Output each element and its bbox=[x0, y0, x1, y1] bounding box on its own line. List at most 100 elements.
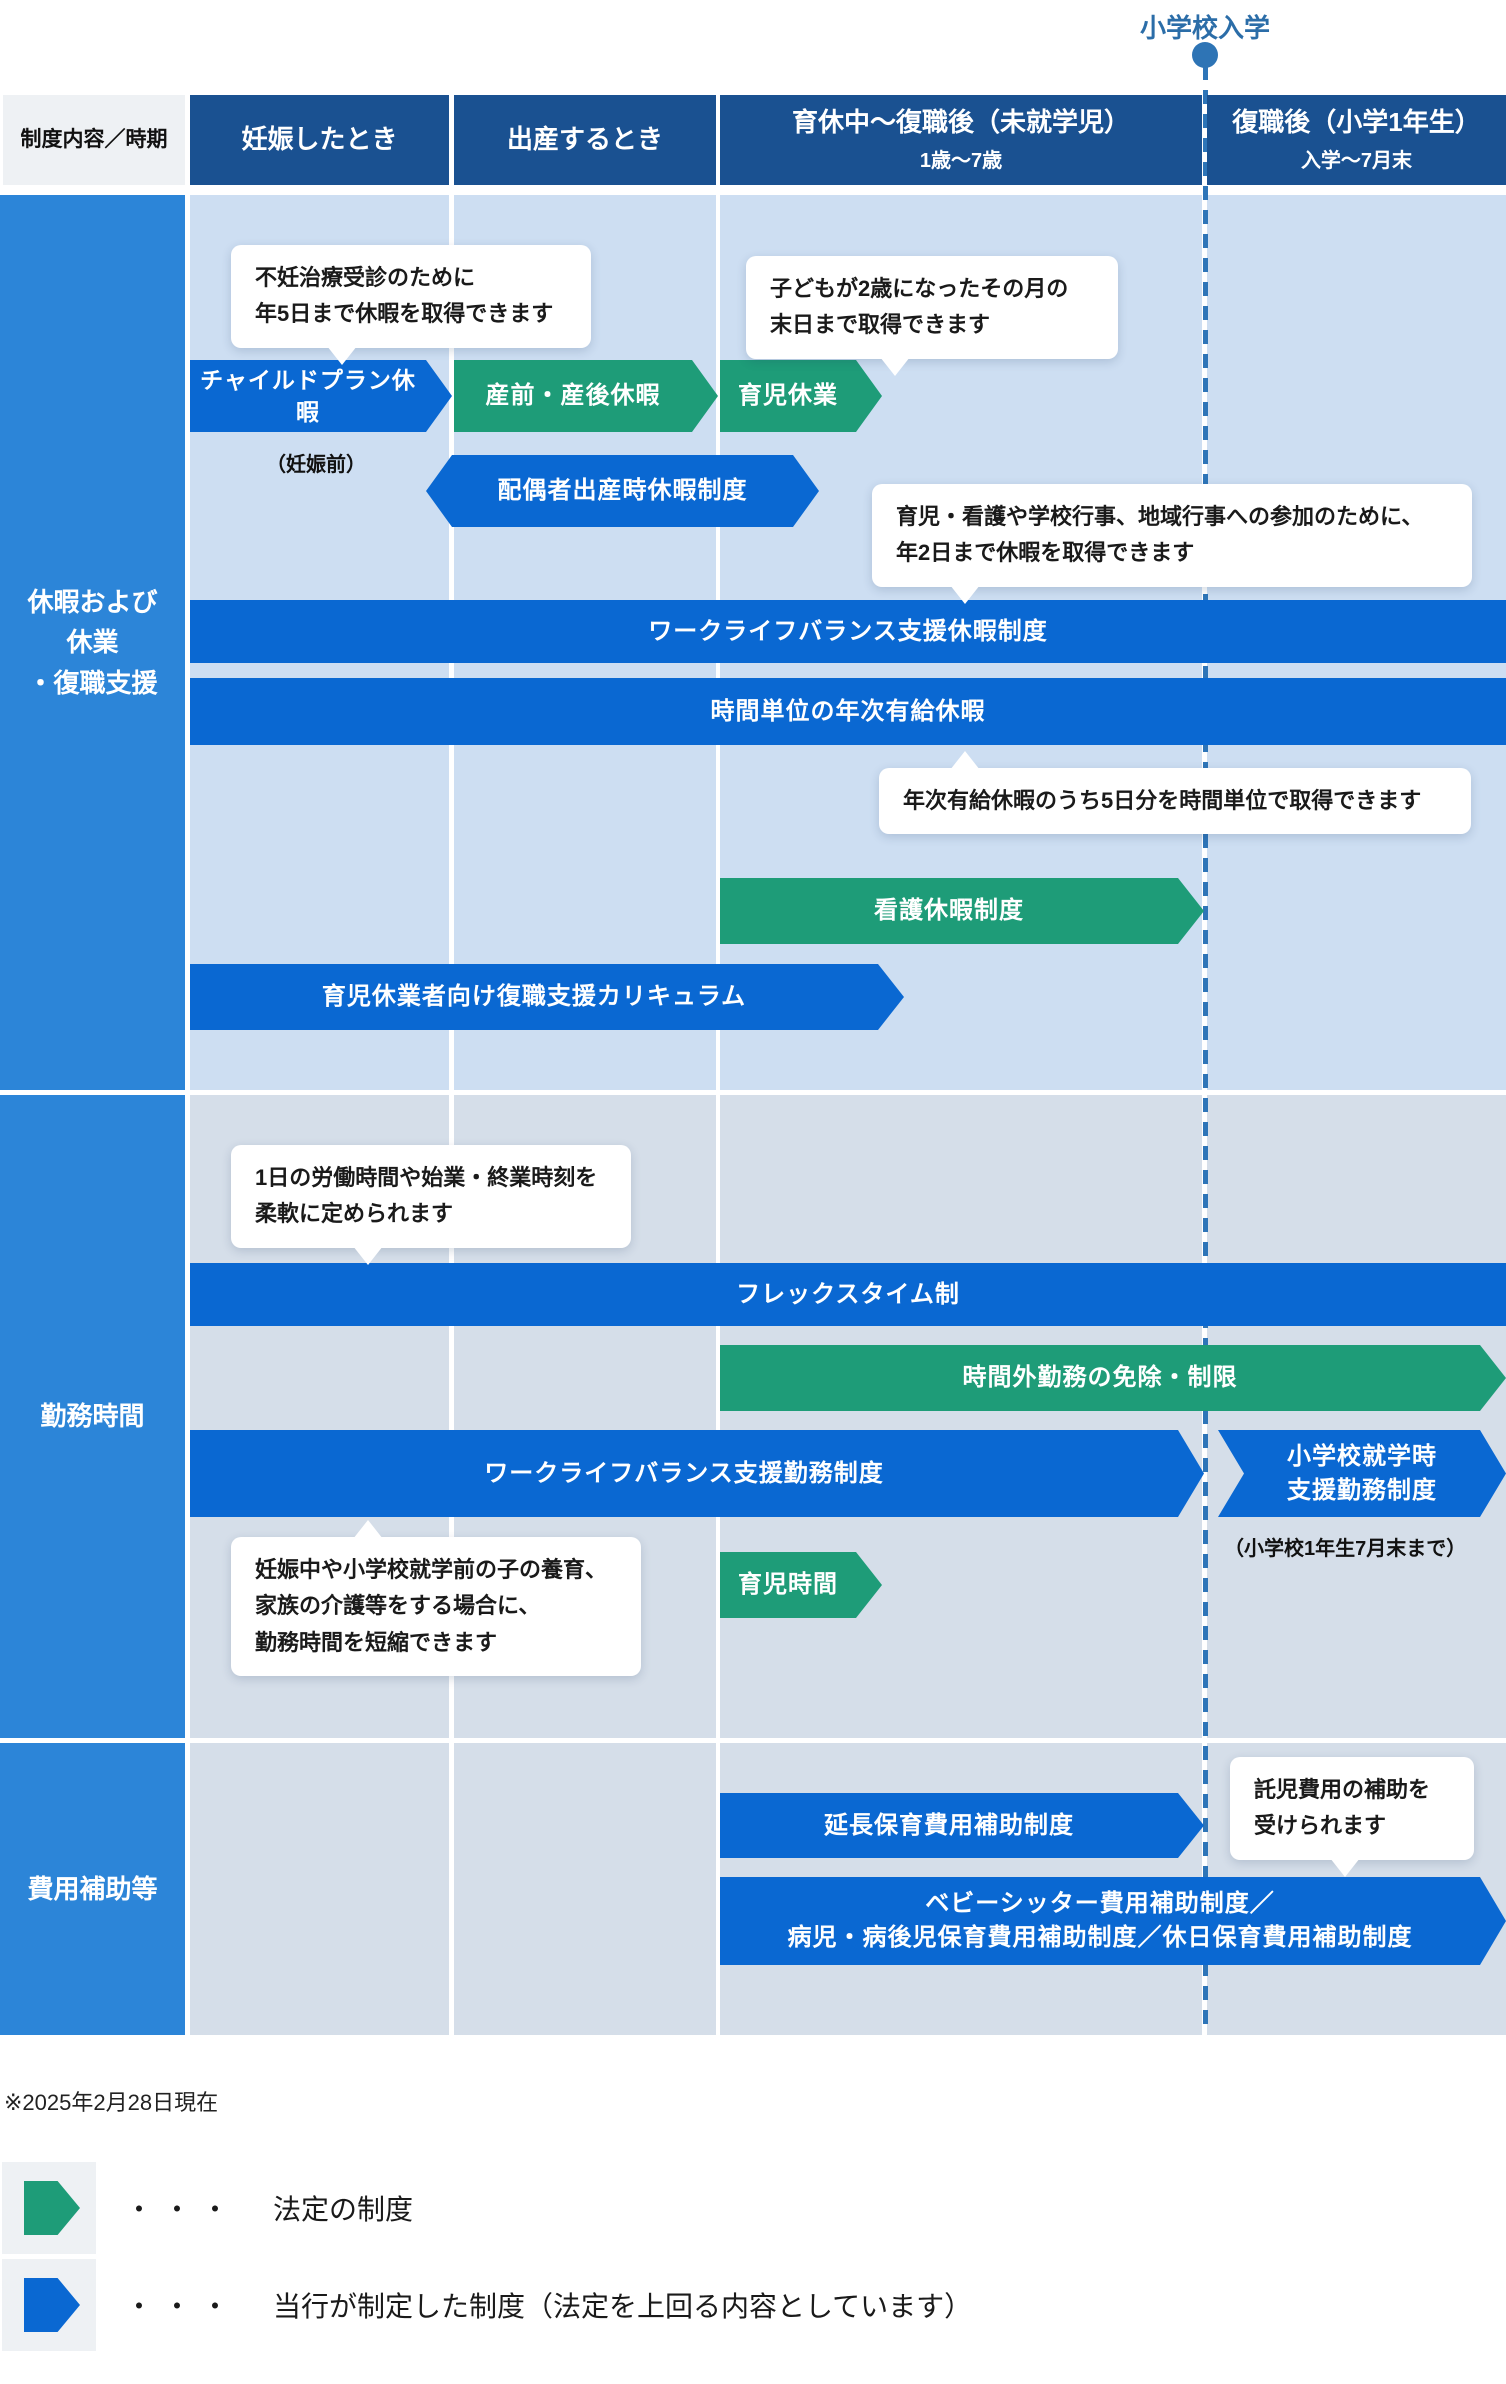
bar-label: 時間外勤務の免除・制限 bbox=[962, 1364, 1238, 1392]
sidebar-label-line: ・復職支援 bbox=[27, 667, 158, 698]
note-first-grade-july: （小学校1年生7月末まで） bbox=[1224, 1538, 1467, 1560]
bar-school-entry-support-work: 小学校就学時 支援勤務制度 bbox=[1218, 1430, 1506, 1517]
header-col-subtitle: 1歳〜7歳 bbox=[919, 149, 1003, 172]
header-corner-label: 制度内容／時期 bbox=[20, 128, 168, 152]
callout-pointer bbox=[353, 1520, 383, 1539]
callout-line: 妊娠中や小学校就学前の子の養育、 bbox=[255, 1557, 608, 1582]
bar-childcare-time: 育児時間 bbox=[720, 1552, 882, 1618]
legend-label-statutory: 法定の制度 bbox=[273, 2194, 414, 2225]
header-col-title: 復職後（小学1年生） bbox=[1232, 107, 1481, 138]
bar-label: 配偶者出産時休暇制度 bbox=[497, 477, 748, 505]
callout-line: 家族の介護等をする場合に、 bbox=[255, 1593, 541, 1619]
callout-line: 子どもが2歳になったその月の bbox=[770, 276, 1069, 301]
bar-label: 育児休業 bbox=[738, 382, 838, 410]
legend-item-statutory: ・・・ 法定の制度 bbox=[125, 2162, 413, 2254]
legend-item-company: ・・・ 当行が制定した制度（法定を上回る内容としています） bbox=[125, 2259, 972, 2351]
bar-prenatal-postnatal-leave: 産前・産後休暇 bbox=[454, 360, 718, 432]
sidebar-section-workhours: 勤務時間 bbox=[0, 1095, 185, 1738]
callout-pointer bbox=[1330, 1857, 1360, 1877]
grid-cell bbox=[1207, 1095, 1506, 1738]
bar-label: チャイルドプラン休暇 bbox=[200, 366, 416, 425]
callout-daycare-subsidy: 託児費用の補助を 受けられます bbox=[1230, 1757, 1474, 1877]
callout-pointer bbox=[950, 584, 980, 604]
bar-flextime: フレックスタイム制 bbox=[190, 1263, 1506, 1326]
callout-line: 不妊治療受診のために bbox=[255, 265, 476, 290]
bar-extended-daycare-subsidy: 延長保育費用補助制度 bbox=[720, 1793, 1204, 1858]
legend-swatch-company bbox=[2, 2259, 96, 2351]
callout-line: 受けられます bbox=[1254, 1813, 1387, 1839]
as-of-date-note: ※2025年2月28日現在 bbox=[4, 2090, 219, 2115]
bar-label: 産前・産後休暇 bbox=[485, 382, 661, 410]
callout-line: 1日の労働時間や始業・終業時刻を bbox=[255, 1165, 598, 1190]
callout-line: 育児・看護や学校行事、地域行事への参加のために、 bbox=[896, 504, 1424, 529]
callout-fertility-treatment: 不妊治療受診のために 年5日まで休暇を取得できます bbox=[231, 245, 591, 365]
bar-label: 育児休業者向け復職支援カリキュラム bbox=[321, 983, 747, 1011]
bar-nursing-leave: 看護休暇制度 bbox=[720, 878, 1204, 944]
bar-hourly-annual-leave: 時間単位の年次有給休暇 bbox=[190, 678, 1506, 745]
bar-label: 支援勤務制度 bbox=[1287, 1476, 1437, 1504]
header-col-title: 妊娠したとき bbox=[241, 124, 398, 155]
bar-wlb-support-work: ワークライフバランス支援勤務制度 bbox=[190, 1430, 1204, 1517]
callout-shorten-hours: 妊娠中や小学校就学前の子の養育、 家族の介護等をする場合に、 勤務時間を短縮でき… bbox=[231, 1520, 641, 1676]
bar-babysitter-subsidy: ベビーシッター費用補助制度／ 病児・病後児保育費用補助制度／休日保育費用補助制度 bbox=[720, 1877, 1506, 1965]
grid-cell bbox=[454, 1743, 716, 2035]
note-before-pregnancy: （妊娠前） bbox=[266, 454, 366, 476]
grid-cell bbox=[720, 1095, 1202, 1738]
grid-cell bbox=[190, 1743, 449, 2035]
sidebar-section-subsidy: 費用補助等 bbox=[0, 1743, 185, 2035]
callout-flexible-hours: 1日の労働時間や始業・終業時刻を 柔軟に定められます bbox=[231, 1145, 631, 1265]
callout-pointer bbox=[353, 1245, 383, 1265]
bar-label: 時間単位の年次有給休暇 bbox=[710, 697, 986, 725]
bar-label: 小学校就学時 bbox=[1287, 1442, 1437, 1470]
legend-dots: ・・・ bbox=[125, 2291, 240, 2322]
sidebar-section-leave: 休暇および 休業 ・復職支援 bbox=[0, 195, 185, 1090]
sidebar-label: 費用補助等 bbox=[27, 1873, 158, 1904]
callout-line: 末日まで取得できます bbox=[770, 312, 991, 338]
bar-wlb-support-leave: ワークライフバランス支援休暇制度 bbox=[190, 600, 1506, 663]
header-col-title: 育休中〜復職後（未就学児） bbox=[791, 107, 1130, 138]
blue-arrow-icon bbox=[24, 2278, 80, 2332]
header-col-subtitle: 入学〜7月末 bbox=[1300, 149, 1413, 172]
bar-overtime-exemption: 時間外勤務の免除・制限 bbox=[720, 1345, 1506, 1411]
callout-pointer bbox=[950, 751, 980, 770]
callout-five-days-hourly: 年次有給休暇のうち5日分を時間単位で取得できます bbox=[879, 751, 1471, 835]
bar-spousal-birth-leave: 配偶者出産時休暇制度 bbox=[426, 455, 819, 527]
header-col-title: 出産するとき bbox=[506, 124, 663, 155]
callout-pointer bbox=[880, 356, 910, 376]
legend-label-company: 当行が制定した制度（法定を上回る内容としています） bbox=[273, 2291, 973, 2322]
school-entry-label: 小学校入学 bbox=[1139, 13, 1270, 43]
sidebar-label-line: 休業 bbox=[66, 627, 119, 658]
header-col-pregnancy: 妊娠したとき bbox=[190, 95, 449, 185]
header-col-return-grade1: 復職後（小学1年生） 入学〜7月末 bbox=[1207, 95, 1506, 185]
callout-line: 年次有給休暇のうち5日分を時間単位で取得できます bbox=[903, 788, 1422, 813]
callout-line: 勤務時間を短縮できます bbox=[255, 1629, 498, 1655]
callout-two-days-leave: 育児・看護や学校行事、地域行事への参加のために、 年2日まで休暇を取得できます bbox=[872, 484, 1472, 604]
bar-return-curriculum: 育児休業者向け復職支援カリキュラム bbox=[190, 964, 904, 1030]
callout-pointer bbox=[327, 345, 357, 365]
bar-label: 病児・病後児保育費用補助制度／休日保育費用補助制度 bbox=[787, 1924, 1413, 1951]
header-col-birth: 出産するとき bbox=[454, 95, 716, 185]
sidebar-label: 勤務時間 bbox=[40, 1401, 145, 1432]
bar-label: フレックスタイム制 bbox=[736, 1280, 960, 1308]
callout-line: 柔軟に定められます bbox=[255, 1201, 454, 1227]
school-entry-dot-icon bbox=[1192, 42, 1218, 68]
bar-label: ワークライフバランス支援勤務制度 bbox=[484, 1459, 884, 1487]
callout-line: 年5日まで休暇を取得できます bbox=[255, 301, 554, 327]
bar-child-plan-leave: チャイルドプラン休暇 bbox=[190, 360, 452, 432]
green-arrow-icon bbox=[24, 2181, 80, 2235]
bar-label: ワークライフバランス支援休暇制度 bbox=[648, 617, 1048, 645]
bar-label: 延長保育費用補助制度 bbox=[824, 1811, 1074, 1839]
school-entry-dashed-line bbox=[1203, 66, 1208, 2032]
bar-label: 看護休暇制度 bbox=[874, 897, 1024, 925]
bar-label: ベビーシッター費用補助制度／ bbox=[925, 1890, 1275, 1918]
header-corner: 制度内容／時期 bbox=[3, 95, 185, 185]
sidebar-label-line: 休暇および bbox=[27, 587, 158, 618]
callout-two-years: 子どもが2歳になったその月の 末日まで取得できます bbox=[746, 256, 1118, 376]
bar-label: 育児時間 bbox=[738, 1571, 838, 1599]
legend-swatch-statutory bbox=[2, 2162, 96, 2254]
bar-childcare-leave: 育児休業 bbox=[720, 360, 882, 432]
header-col-leave-preschool: 育休中〜復職後（未就学児） 1歳〜7歳 bbox=[720, 95, 1202, 185]
legend-dots: ・・・ bbox=[125, 2194, 240, 2225]
callout-line: 年2日まで休暇を取得できます bbox=[896, 540, 1195, 566]
